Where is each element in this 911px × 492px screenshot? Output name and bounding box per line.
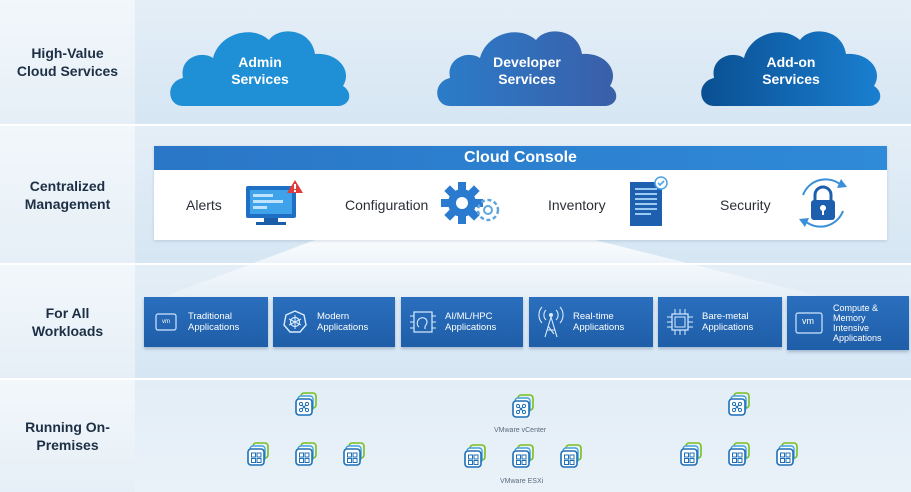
vcenter-icon (728, 392, 750, 416)
console-item-label: Security (720, 197, 771, 213)
monitor-alert-icon (242, 179, 304, 231)
brain-chip-icon (401, 309, 445, 335)
kubernetes-icon (273, 309, 317, 335)
antenna-icon (529, 306, 573, 338)
esxi-icon (343, 442, 365, 466)
workload-label: Real-time Applications (573, 311, 624, 333)
row-label-text: For All Workloads (31, 304, 104, 339)
workload-traditional-applications: vm Traditional Applications (144, 297, 268, 347)
console-item-configuration: Configuration (345, 170, 506, 240)
cloud-developer-services: Developer Services (432, 20, 622, 108)
esxi-icon (247, 442, 269, 466)
esxi-icon (295, 442, 317, 466)
cloud-addon-services: Add-on Services (696, 20, 886, 108)
console-item-label: Inventory (548, 197, 606, 213)
row-label-text: Centralized Management (24, 177, 111, 212)
row-on-premises: Running On-Premises (0, 380, 911, 492)
lock-refresh-icon (791, 173, 855, 238)
cloud-shape (170, 31, 350, 106)
esxi-icon (512, 444, 534, 468)
document-check-icon (626, 175, 670, 235)
workload-label-line2: Applications (573, 322, 625, 333)
workload-label: AI/ML/HPC Applications (445, 311, 496, 333)
cloud-label-line1: Admin (238, 54, 282, 70)
vcenter-icon (512, 394, 534, 418)
workload-label-line4: Applications (833, 333, 882, 343)
row-label-text: High-Value Cloud Services (16, 45, 119, 79)
workload-modern-applications: Modern Applications (273, 297, 395, 347)
console-item-label: Alerts (186, 197, 222, 213)
cloud-console-title: Cloud Console (154, 146, 887, 170)
vcenter-icon (295, 392, 317, 416)
console-item-label: Configuration (345, 197, 429, 213)
cloud-label-line2: Services (231, 71, 289, 87)
workload-bare-metal-applications: Bare-metal Applications (658, 297, 782, 347)
workload-label: Bare-metal Applications (702, 311, 753, 333)
cloud-label-line2: Services (762, 71, 820, 87)
workload-ai-ml-hpc-applications: AI/ML/HPC Applications (401, 297, 523, 347)
esxi-caption: VMware ESXi (500, 478, 544, 485)
workload-label: Traditional Applications (188, 311, 239, 333)
vm-badge-text: vm (162, 319, 170, 325)
esxi-icon (728, 442, 750, 466)
console-item-inventory: Inventory (548, 170, 670, 240)
workload-label-line2: Applications (317, 322, 369, 333)
esxi-icon (560, 444, 582, 468)
console-item-security: Security (720, 170, 855, 240)
vcenter-caption: VMware vCenter (494, 427, 547, 434)
workload-compute-memory-intensive-applications: vm Compute & Memory Intensive Applicatio… (787, 296, 909, 350)
workload-label-line2: Memory (833, 313, 866, 323)
cloud-shape (437, 31, 617, 106)
workload-label: Compute & Memory Intensive Applications (831, 303, 882, 343)
workload-label-line3: Intensive (833, 323, 870, 333)
vm-icon: vm (144, 313, 188, 331)
esxi-icon (680, 442, 702, 466)
cloud-label: Developer Services (432, 54, 622, 88)
cloud-label-line1: Add-on (766, 54, 816, 70)
vm-icon: vm (787, 312, 831, 334)
esxi-icon (464, 444, 486, 468)
vm-badge-text: vm (802, 316, 814, 326)
cloud-label-line2: Services (498, 71, 556, 87)
row-label-workloads: For All Workloads (0, 265, 135, 378)
esxi-icon (776, 442, 798, 466)
workload-label-line2: Applications (702, 322, 754, 333)
console-item-alerts: Alerts (186, 170, 304, 240)
workload-label-line1: Real-time (573, 311, 614, 322)
row-label-text: Running On-Premises (25, 419, 110, 453)
row-label-management: Centralized Management (0, 126, 135, 263)
workload-label-line1: AI/ML/HPC (445, 311, 493, 322)
workload-label-line1: Traditional (188, 311, 233, 322)
cloud-shape (701, 31, 881, 106)
workload-label: Modern Applications (317, 311, 368, 333)
row-label-cloud-services: High-Value Cloud Services (0, 0, 135, 124)
cloud-admin-services: Admin Services (165, 20, 355, 108)
workload-label-line1: Bare-metal (702, 311, 749, 322)
cpu-chip-icon (658, 308, 702, 336)
gears-icon (440, 178, 506, 233)
workload-label-line1: Modern (317, 311, 350, 322)
workload-label-line2: Applications (445, 322, 497, 333)
workload-label-line1: Compute & (833, 303, 879, 313)
cloud-label: Add-on Services (696, 54, 886, 88)
cloud-console-panel: Cloud Console Alerts Configuration (154, 146, 887, 240)
row-label-on-premises: Running On-Premises (0, 380, 135, 492)
cloud-label-line1: Developer (493, 54, 561, 70)
workload-label-line2: Applications (188, 322, 240, 333)
cloud-label: Admin Services (165, 54, 355, 88)
workload-real-time-applications: Real-time Applications (529, 297, 653, 347)
